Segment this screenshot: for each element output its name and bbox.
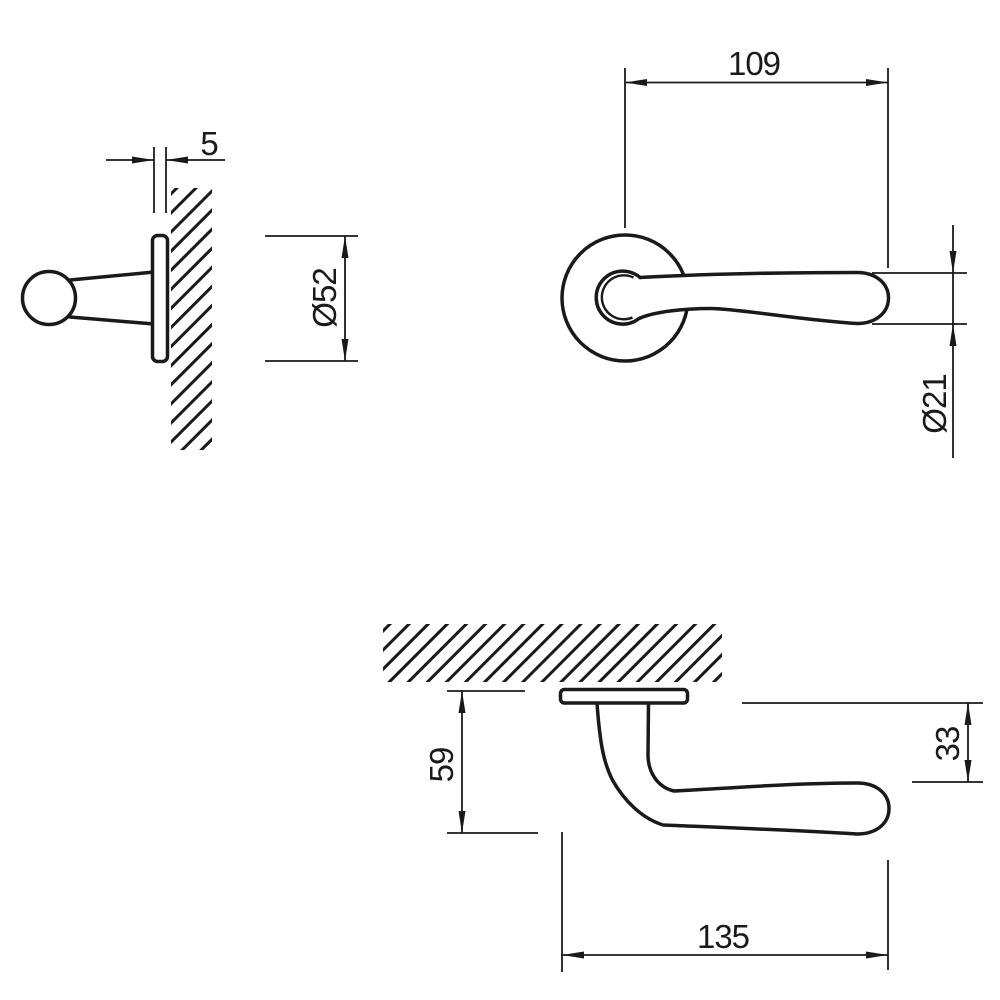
arrowhead [458, 811, 466, 833]
arrowhead [949, 251, 957, 273]
neck-collar-inner [600, 274, 635, 321]
dim-overall-length-label: 135 [697, 918, 749, 955]
dim-grip-diameter-label: Ø21 [916, 374, 953, 433]
dim-grip-clearance: 33 [742, 702, 983, 783]
arrowhead [562, 951, 584, 959]
dim-projection-depth: 59 [423, 690, 538, 834]
dim-grip-clearance-label: 33 [929, 727, 966, 762]
dim-rosette-diameter-label: Ø52 [306, 268, 343, 327]
lever-front [638, 270, 891, 326]
rosette-plate-side [150, 233, 170, 364]
door-hatch [383, 624, 722, 682]
arrowhead [341, 339, 349, 361]
arrowhead [458, 691, 466, 713]
dim-grip-diameter: Ø21 [872, 225, 967, 458]
arrowhead [949, 324, 957, 346]
arrowhead [166, 156, 188, 164]
knob-ball [20, 269, 78, 327]
dim-rosette-diameter: Ø52 [265, 235, 358, 362]
dim-center-to-tip-label: 109 [728, 45, 780, 82]
side-view: 5 Ø52 [20, 125, 358, 450]
arrowhead [866, 79, 888, 86]
top-view: 59 33 135 [383, 624, 983, 972]
dim-center-to-tip: 109 [624, 45, 889, 268]
dim-rosette-thickness-label: 5 [200, 125, 217, 162]
arrowhead [341, 236, 349, 258]
rosette-plate-top [558, 687, 690, 705]
knob-neck-bottom-edge [68, 315, 156, 326]
knob-neck-top-edge [68, 270, 156, 282]
dim-projection-depth-label: 59 [423, 748, 460, 783]
arrowhead [964, 703, 972, 725]
lever-top [595, 702, 891, 836]
dim-overall-length: 135 [561, 832, 889, 972]
front-view: 109 Ø21 [560, 45, 967, 458]
dim-rosette-thickness: 5 [106, 125, 225, 213]
arrowhead [964, 760, 972, 782]
arrowhead [625, 79, 647, 86]
arrowhead [866, 951, 888, 959]
wall-hatch [171, 188, 212, 450]
arrowhead [132, 156, 154, 164]
neck-collar-outer [594, 269, 642, 326]
